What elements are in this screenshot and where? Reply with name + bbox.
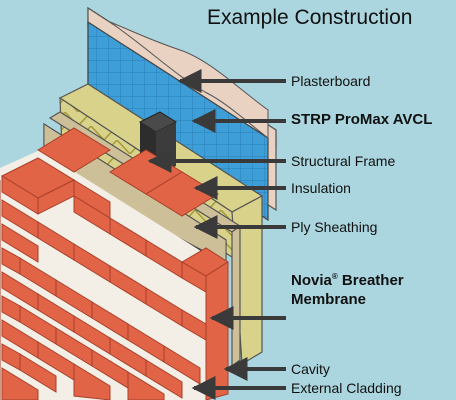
label-plasterboard: Plasterboard	[291, 73, 371, 89]
label-novia-breather-membrane: Novia® Breather	[291, 273, 404, 289]
label-insulation: Insulation	[291, 180, 351, 196]
registered-mark: ®	[331, 272, 338, 281]
label-strp-promax-avcl: STRP ProMax AVCL	[291, 111, 433, 128]
diagram-title: Example Construction	[207, 6, 413, 29]
arrows	[147, 69, 286, 400]
label-membrane: Membrane	[291, 291, 367, 308]
label-structural-frame: Structural Frame	[291, 153, 396, 169]
label-breather: Breather	[337, 272, 404, 289]
label-novia-brand: Novia	[291, 272, 332, 289]
brick-external-cladding	[0, 127, 229, 400]
label-external-cladding: External Cladding	[291, 380, 402, 396]
label-cavity: Cavity	[291, 361, 330, 377]
label-ply-sheathing: Ply Sheathing	[291, 219, 378, 235]
